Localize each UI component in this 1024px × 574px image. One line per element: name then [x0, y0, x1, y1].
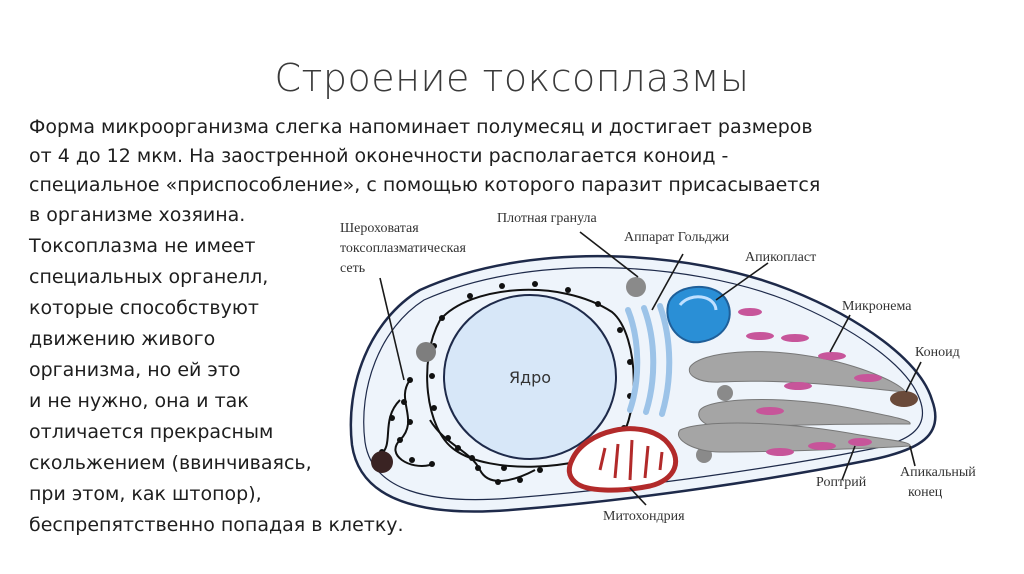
nucleus — [443, 294, 617, 460]
label-conoid: Коноид — [915, 345, 960, 360]
microneme — [818, 352, 846, 360]
label-apical-end: Апикальный — [900, 465, 976, 480]
microneme — [854, 374, 882, 382]
label-rough-er: сеть — [340, 261, 365, 276]
mitochondrion-cristae — [598, 439, 664, 481]
label-dense-granule: Плотная гранула — [497, 211, 597, 226]
dense-granule — [717, 385, 733, 401]
dense-granule — [626, 277, 646, 297]
label-golgi: Аппарат Гольджи — [624, 230, 730, 245]
dense-granule — [416, 342, 436, 362]
inner-membrane — [363, 267, 924, 501]
microneme — [738, 308, 762, 316]
microneme — [756, 407, 784, 415]
text-line: движению живого — [29, 328, 216, 350]
slide-title: Строение токсоплазмы — [274, 56, 750, 100]
conoid — [890, 391, 918, 407]
microneme — [766, 448, 794, 456]
text-line: и не нужно, она и так — [29, 390, 249, 412]
microneme — [808, 442, 836, 450]
text-line: при этом, как штопор), — [29, 483, 262, 505]
microneme — [784, 382, 812, 390]
er-ribosomes — [379, 281, 633, 485]
apicoplast — [666, 285, 731, 344]
apicoplast-membrane — [678, 295, 718, 311]
text-line: которые способствуют — [29, 297, 259, 319]
text-line: скольжением (ввинчиваясь, — [29, 452, 312, 474]
text-line: специальных органелл, — [29, 266, 269, 288]
dense-granule — [371, 451, 393, 473]
leader-lines — [379, 231, 922, 506]
text-line: специальное «приспособление», с помощью … — [29, 174, 821, 196]
nucleus-label: Ядро — [509, 368, 551, 387]
label-rhoptry: Роптрий — [816, 475, 867, 490]
label-rough-er: Шероховатая — [340, 221, 419, 236]
microneme — [848, 438, 872, 446]
text-line: Токсоплазма не имеет — [29, 235, 256, 257]
golgi-apparatus — [625, 303, 673, 417]
label-apical-end: конец — [908, 485, 943, 500]
text-line: Форма микроорганизма слегка напоминает п… — [29, 116, 813, 138]
text-line: в организме хозяина. — [29, 204, 246, 226]
text-line: отличается прекрасным — [29, 421, 274, 443]
microneme — [781, 334, 809, 342]
label-rough-er: токсоплазматическая — [340, 241, 466, 256]
label-mitochondrion: Митохондрия — [603, 509, 685, 524]
text-line: беспрепятственно попадая в клетку. — [29, 514, 404, 536]
label-microneme: Микронема — [842, 299, 912, 314]
text-line: от 4 до 12 мкм. На заостренной оконечнос… — [29, 145, 729, 167]
microneme — [746, 332, 774, 340]
micronemes — [738, 308, 882, 456]
text-line: организма, но ей это — [29, 359, 241, 381]
label-apicoplast: Апикопласт — [745, 250, 816, 265]
mitochondrion — [566, 426, 679, 493]
